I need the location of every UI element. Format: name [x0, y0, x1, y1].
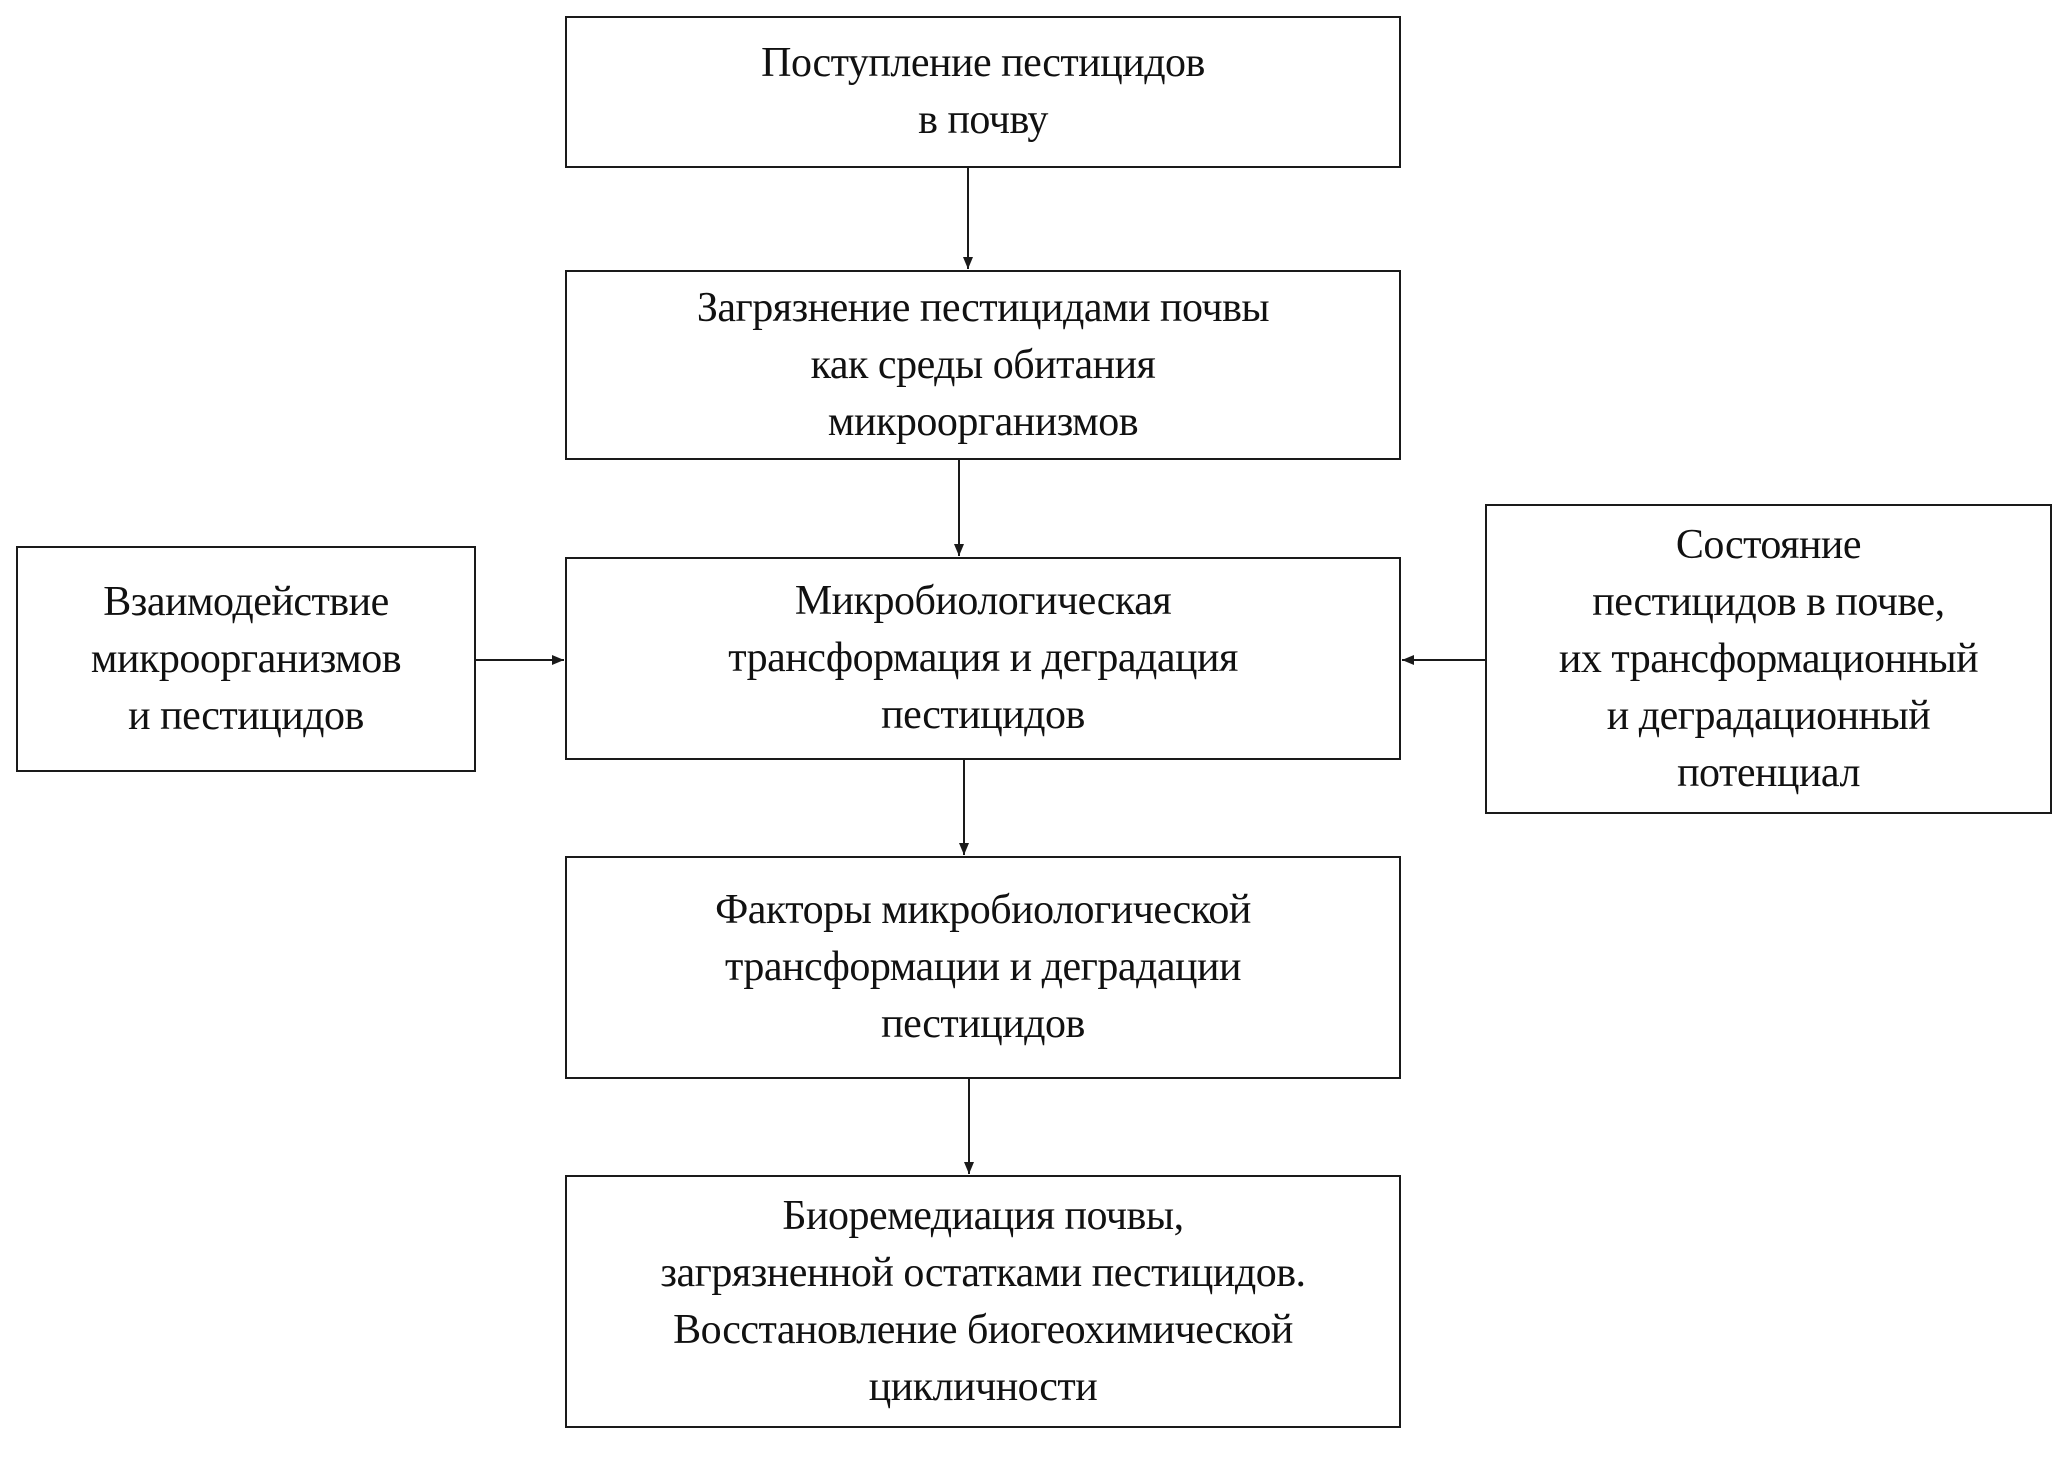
node-transformation-factors: Факторы микробиологической трансформации…: [565, 856, 1401, 1079]
node-pesticide-state-potential: Состояние пестицидов в почве, их трансфо…: [1485, 504, 2052, 814]
node-microbe-pesticide-interaction: Взаимодействие микроорганизмов и пестици…: [16, 546, 476, 772]
node-label: Поступление пестицидов в почву: [761, 40, 1205, 143]
node-label: Состояние пестицидов в почве, их трансфо…: [1558, 521, 1979, 796]
node-bioremediation: Биоремедиация почвы, загрязненной остатк…: [565, 1175, 1401, 1428]
node-label: Взаимодействие микроорганизмов и пестици…: [90, 578, 402, 739]
node-microbial-transformation: Микробиологическая трансформация и дегра…: [565, 557, 1401, 760]
node-label: Микробиологическая трансформация и дегра…: [728, 578, 1238, 738]
node-pesticide-intake: Поступление пестицидов в почву: [565, 16, 1401, 168]
node-label: Биоремедиация почвы, загрязненной остатк…: [660, 1192, 1306, 1410]
node-soil-contamination: Загрязнение пестицидами почвы как среды …: [565, 270, 1401, 460]
node-label: Факторы микробиологической трансформации…: [715, 887, 1251, 1047]
node-label: Загрязнение пестицидами почвы как среды …: [696, 284, 1270, 445]
